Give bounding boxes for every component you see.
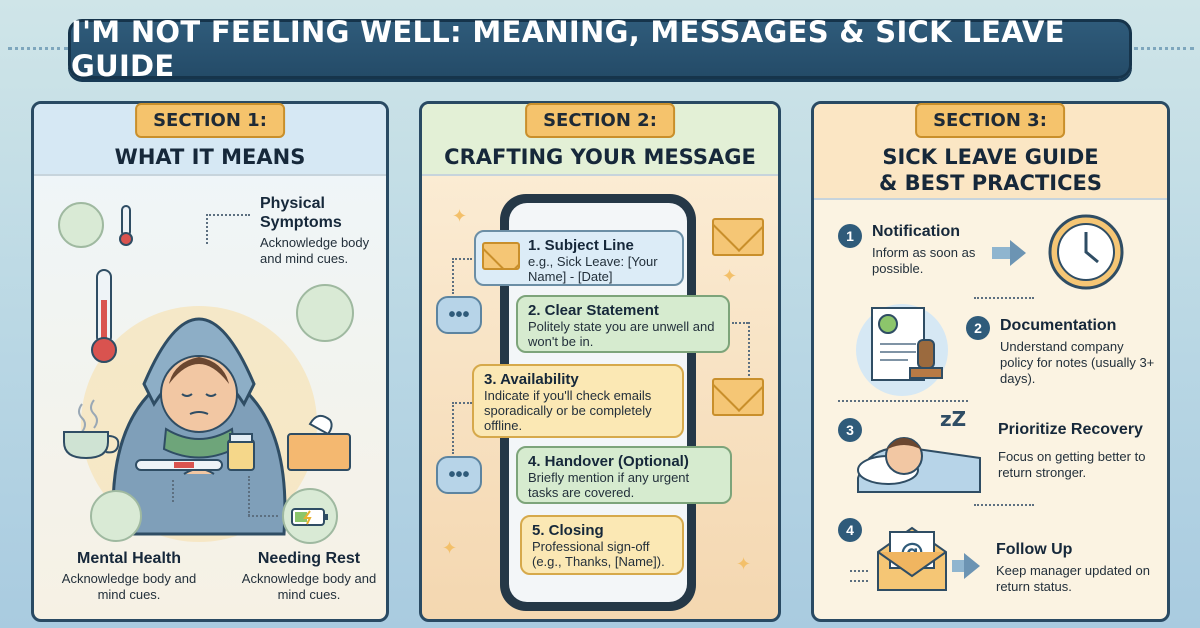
step-number-4: 4	[838, 518, 862, 542]
section-3-header: SICK LEAVE GUIDE & BEST PRACTICES	[814, 104, 1167, 200]
envelope-icon	[712, 378, 764, 416]
sparkle-icon: ✦	[452, 206, 468, 226]
mental-health-text: Acknowledge body and mind cues.	[61, 571, 197, 602]
section-1-heading: WHAT IT MEANS	[114, 145, 306, 169]
needing-rest-text: Acknowledge body and mind cues.	[241, 571, 377, 602]
sparkle-icon: ✦	[736, 554, 752, 574]
page-title: I'M NOT FEELING WELL: MEANING, MESSAGES …	[71, 15, 1065, 83]
prioritize-recovery-item: Prioritize Recovery Focus on getting bet…	[998, 420, 1158, 481]
email-at-icon: @	[877, 526, 947, 591]
thermometer-icon	[91, 269, 117, 363]
handover-text: Briefly mention if any urgent tasks are …	[528, 470, 690, 500]
sick-person-illustration	[81, 306, 317, 542]
subject-line-text: e.g., Sick Leave: [Your Name] - [Date]	[528, 254, 658, 284]
section-3-heading-line2: & BEST PRACTICES	[879, 171, 1102, 195]
clear-statement-title: 2. Clear Statement	[528, 302, 659, 319]
chat-bubble-icon: •••	[436, 456, 482, 494]
physical-symptoms-title: Physical Symptoms	[260, 195, 342, 231]
connector-chat-2	[452, 402, 472, 404]
section-1-badge: SECTION 1:	[135, 103, 285, 138]
subject-envelope-icon	[482, 242, 520, 270]
section-2-badge: SECTION 2:	[525, 103, 675, 138]
subject-line-message: 1. Subject Line e.g., Sick Leave: [Your …	[474, 230, 684, 286]
handover-title: 4. Handover (Optional)	[528, 453, 689, 470]
headache-icon	[58, 202, 104, 248]
connector-mental	[172, 480, 174, 502]
documentation-title: Documentation	[1000, 317, 1117, 334]
chat-bubble-icon: •••	[436, 296, 482, 334]
sparkle-icon: ✦	[442, 538, 458, 558]
sparkle-icon: ✦	[722, 266, 738, 286]
clock-icon	[1048, 214, 1124, 290]
arrow-icon	[1010, 240, 1026, 266]
closing-message: 5. Closing Professional sign-off (e.g., …	[520, 515, 684, 575]
document-stamp-icon	[856, 304, 948, 396]
subject-line-title: 1. Subject Line	[528, 237, 634, 254]
sleeping-person-icon: zZ	[857, 407, 981, 493]
arrow-bar	[952, 560, 966, 572]
follow-up-item: Follow Up Keep manager updated on return…	[996, 540, 1160, 595]
section-3-heading-line1: SICK LEAVE GUIDE	[882, 145, 1099, 169]
digital-thermometer-icon	[135, 459, 223, 471]
motion-lines	[850, 570, 868, 572]
envelope-icon	[712, 218, 764, 256]
medicine-icon	[227, 433, 255, 471]
step-number-1: 1	[838, 224, 862, 248]
prioritize-recovery-text: Focus on getting better to return strong…	[998, 449, 1146, 480]
motion-lines	[850, 580, 868, 582]
follow-up-text: Keep manager updated on return status.	[996, 563, 1150, 594]
handover-message: 4. Handover (Optional) Briefly mention i…	[516, 446, 732, 504]
decor-dots-left	[8, 47, 68, 50]
battery-icon	[291, 508, 328, 526]
connector-physical-h	[206, 214, 250, 216]
arrow-icon	[964, 553, 980, 579]
section-3-badge: SECTION 3:	[915, 103, 1065, 138]
tea-cup-icon	[63, 399, 120, 460]
notification-item: Notification Inform as soon as possible.	[872, 222, 1002, 277]
title-banner: I'M NOT FEELING WELL: MEANING, MESSAGES …	[68, 15, 1132, 83]
connector-rest	[248, 515, 278, 517]
availability-title: 3. Availability	[484, 371, 579, 388]
notification-title: Notification	[872, 223, 960, 240]
connector-env	[732, 322, 748, 324]
physical-symptoms-item: Physical Symptoms Acknowledge body and m…	[260, 194, 380, 267]
availability-text: Indicate if you'll check emails sporadic…	[484, 388, 652, 433]
svg-text:zZ: zZ	[940, 407, 966, 431]
mental-health-title: Mental Health	[76, 550, 181, 567]
step-number-3: 3	[838, 418, 862, 442]
section-2-heading: CRAFTING YOUR MESSAGE	[444, 145, 756, 169]
divider-dots	[974, 297, 1034, 299]
needing-rest-item: Needing Rest Acknowledge body and mind c…	[234, 549, 384, 603]
section-3-panel: SICK LEAVE GUIDE & BEST PRACTICES 1 Noti…	[811, 101, 1170, 622]
closing-title: 5. Closing	[532, 522, 604, 539]
tired-person-icon	[296, 284, 354, 342]
connector-chat	[452, 258, 472, 260]
section-1-panel: WHAT IT MEANS Physical Symptoms Acknowle…	[31, 101, 389, 622]
mental-health-item: Mental Health Acknowledge body and mind …	[54, 549, 204, 603]
physical-symptoms-text: Acknowledge body and mind cues.	[260, 235, 370, 266]
closing-text: Professional sign-off (e.g., Thanks, [Na…	[532, 539, 665, 569]
needing-rest-title: Needing Rest	[257, 550, 361, 567]
divider-dots	[974, 504, 1034, 506]
clear-statement-message: 2. Clear Statement Politely state you ar…	[516, 295, 730, 353]
arrow-bar	[992, 247, 1012, 259]
step-number-2: 2	[966, 316, 990, 340]
documentation-item: Documentation Understand company policy …	[1000, 316, 1160, 387]
connector-chat-v	[452, 258, 454, 294]
prioritize-recovery-title: Prioritize Recovery	[998, 421, 1143, 438]
connector-env-v	[748, 322, 750, 376]
divider-dots	[838, 400, 968, 402]
notification-text: Inform as soon as possible.	[872, 245, 976, 276]
clear-statement-text: Politely state you are unwell and won't …	[528, 319, 715, 349]
small-thermometer-icon	[119, 205, 133, 246]
connector-rest-v	[248, 476, 250, 516]
connector-chat-2v	[452, 402, 454, 454]
mental-health-icon	[90, 490, 142, 542]
availability-message: 3. Availability Indicate if you'll check…	[472, 364, 684, 438]
tissue-box-icon	[287, 414, 351, 471]
follow-up-title: Follow Up	[996, 541, 1073, 558]
connector-physical	[206, 214, 208, 244]
decor-dots-right	[1134, 47, 1194, 50]
documentation-text: Understand company policy for notes (usu…	[1000, 339, 1155, 386]
